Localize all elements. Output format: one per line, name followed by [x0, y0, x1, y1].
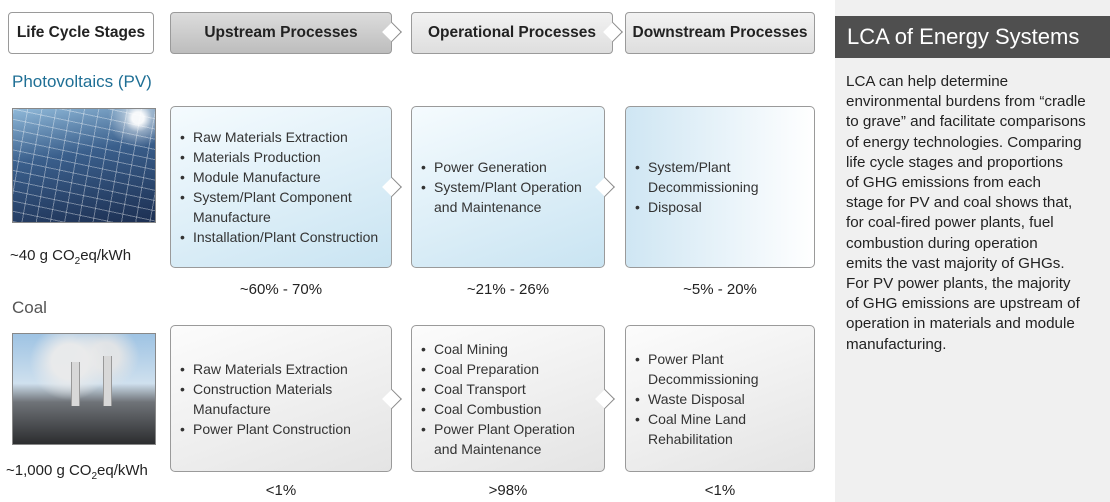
operational-processes-header: Operational Processes [411, 12, 613, 54]
coal-upstream-box: Raw Materials Extraction Construction Ma… [170, 325, 392, 472]
coal-operational-list: Coal Mining Coal Preparation Coal Transp… [421, 339, 596, 459]
side-panel-line: of GHG emissions from each [846, 174, 1041, 192]
list-item: Waste Disposal [635, 389, 806, 409]
coal-emissions: ~1,000 g CO2eq/kWh [6, 462, 148, 482]
side-panel-title: LCA of Energy Systems [835, 16, 1110, 58]
pv-solar-panel-image [12, 108, 156, 223]
pv-upstream-percent: ~60% - 70% [239, 281, 323, 298]
list-item: Construction Materials Manufacture [180, 379, 383, 419]
coal-emissions-sub: 2 [91, 471, 98, 482]
pv-section-title: Photovoltaics (PV) [12, 72, 152, 91]
side-panel-line: For PV power plants, the majority [846, 275, 1071, 293]
pv-operational-list: Power Generation System/Plant Operation … [421, 157, 596, 217]
coal-upstream-list: Raw Materials Extraction Construction Ma… [180, 359, 383, 439]
coal-power-plant-image [12, 333, 156, 445]
pv-downstream-box: System/Plant Decommissioning Disposal [625, 106, 815, 268]
pv-emissions-suffix: eq/kWh [80, 247, 132, 264]
side-panel-line: to grave” and facilitate comparisons [846, 113, 1086, 131]
list-item: Raw Materials Extraction [180, 359, 383, 379]
list-item: Coal Mining [421, 339, 596, 359]
side-panel-line: combustion during operation [846, 234, 1038, 252]
top-strip [0, 0, 830, 6]
list-item: Coal Preparation [421, 359, 596, 379]
coal-section-title: Coal [12, 298, 47, 317]
list-item: Disposal [635, 197, 806, 217]
list-item: System/Plant Operation and Maintenance [421, 177, 596, 217]
coal-upstream-percent: <1% [265, 482, 297, 499]
pv-emissions: ~40 g CO2eq/kWh [10, 247, 131, 267]
side-panel [835, 0, 1110, 502]
side-panel-line: manufacturing. [846, 335, 947, 353]
pv-emissions-sub: 2 [74, 256, 81, 267]
list-item: System/Plant Component Manufacture [180, 187, 383, 227]
smokestack-right [103, 356, 112, 406]
side-panel-line: operation in materials and module [846, 315, 1075, 333]
list-item: Module Manufacture [180, 167, 383, 187]
pv-upstream-box: Raw Materials Extraction Materials Produ… [170, 106, 392, 268]
side-panel-line: for coal-fired power plants, fuel [846, 214, 1054, 232]
pv-downstream-list: System/Plant Decommissioning Disposal [635, 157, 806, 217]
side-panel-line: emits the vast majority of GHGs. [846, 254, 1065, 272]
smokestack-left [71, 362, 80, 406]
pv-emissions-prefix: ~40 g CO [10, 247, 75, 264]
coal-operational-percent: >98% [488, 482, 528, 499]
life-cycle-stages-header: Life Cycle Stages [8, 12, 154, 54]
side-panel-line: of energy technologies. Comparing [846, 133, 1082, 151]
list-item: System/Plant Decommissioning [635, 157, 806, 197]
pv-operational-percent: ~21% - 26% [466, 281, 550, 298]
downstream-processes-header: Downstream Processes [625, 12, 815, 54]
side-panel-line: LCA can help determine [846, 73, 1009, 90]
side-panel-line: life cycle stages and proportions [846, 153, 1063, 171]
list-item: Power Plant Decommissioning [635, 349, 806, 389]
coal-downstream-list: Power Plant Decommissioning Waste Dispos… [635, 349, 806, 449]
coal-downstream-percent: <1% [704, 482, 736, 499]
pv-upstream-list: Raw Materials Extraction Materials Produ… [180, 127, 383, 247]
coal-downstream-box: Power Plant Decommissioning Waste Dispos… [625, 325, 815, 472]
coal-operational-box: Coal Mining Coal Preparation Coal Transp… [411, 325, 605, 472]
upstream-processes-header: Upstream Processes [170, 12, 392, 54]
pv-downstream-percent: ~5% - 20% [683, 281, 757, 298]
coal-emissions-suffix: eq/kWh [97, 462, 148, 479]
side-panel-text: LCA can help determine environmental bur… [846, 72, 1110, 355]
side-panel-line: stage for PV and coal shows that, [846, 194, 1073, 212]
list-item: Power Generation [421, 157, 596, 177]
list-item: Power Plant Construction [180, 419, 383, 439]
list-item: Coal Transport [421, 379, 596, 399]
coal-emissions-prefix: ~1,000 g CO [6, 462, 92, 479]
list-item: Power Plant Operation and Maintenance [421, 419, 596, 459]
list-item: Coal Mine Land Rehabilitation [635, 409, 806, 449]
list-item: Installation/Plant Construction [180, 227, 383, 247]
pv-operational-box: Power Generation System/Plant Operation … [411, 106, 605, 268]
side-panel-line: environmental burdens from “cradle [846, 93, 1086, 111]
list-item: Materials Production [180, 147, 383, 167]
side-panel-line: of GHG emissions are upstream of [846, 295, 1080, 313]
list-item: Raw Materials Extraction [180, 127, 383, 147]
list-item: Coal Combustion [421, 399, 596, 419]
